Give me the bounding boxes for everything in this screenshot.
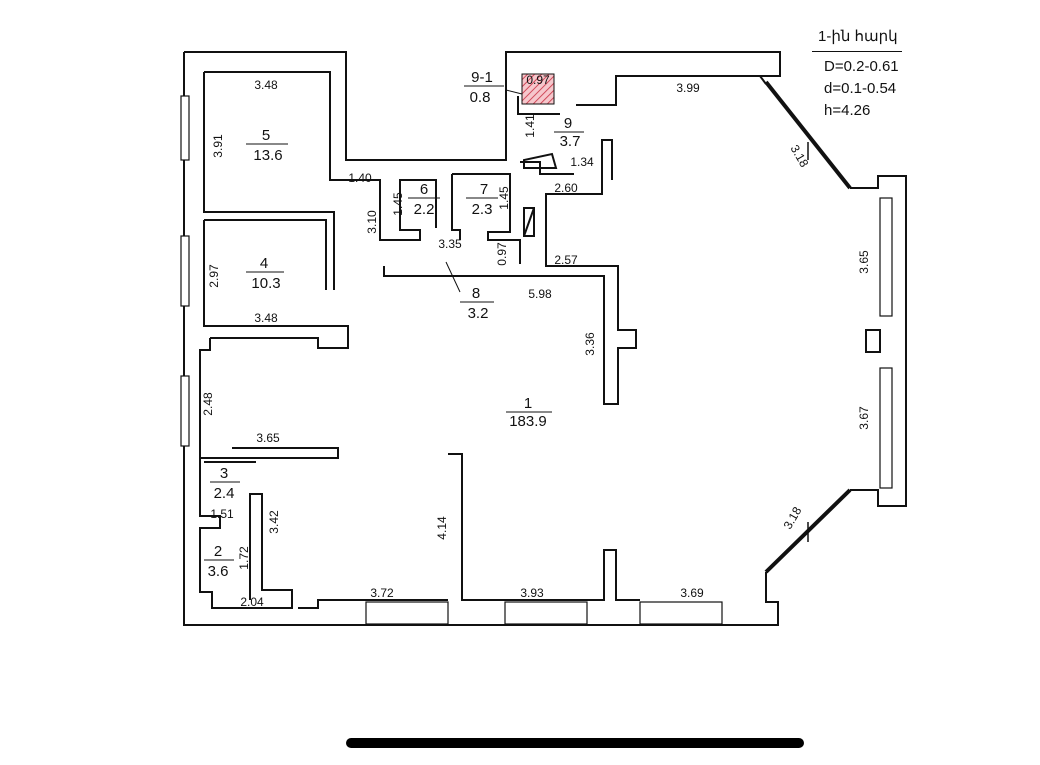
dim-label: 3.65: [256, 431, 280, 445]
room-5-number: 5: [262, 127, 270, 144]
dim-label: 2.97: [207, 264, 221, 288]
dim-label: 3.48: [254, 78, 278, 92]
room-8-area: 3.2: [468, 305, 489, 322]
dim-label: 2.57: [554, 253, 578, 267]
dim-label: 3.99: [676, 81, 700, 95]
dim-label: 1.34: [570, 155, 594, 169]
room-4-number: 4: [260, 255, 268, 272]
legend-line: D=0.2-0.61: [824, 58, 899, 75]
room-labels: 1 183.9 2 3.6 3 2.4 4 10.3 5 13.6 6 2.2 …: [204, 69, 584, 580]
windows: [180, 95, 893, 625]
room-1-number: 1: [524, 395, 532, 412]
dim-label: 3.93: [520, 586, 544, 600]
dim-label: 2.04: [240, 595, 264, 609]
dim-label: 3.69: [680, 586, 704, 600]
room-9-1-number: 9-1: [471, 69, 493, 86]
dim-label: 4.14: [435, 516, 449, 540]
dimension-labels: 3.48 3.91 1.40 3.10 1.45 1.45 3.35 0.97 …: [201, 73, 871, 609]
room-2-area: 3.6: [208, 563, 229, 580]
legend-line: d=0.1-0.54: [824, 80, 897, 97]
dim-label: 1.41: [523, 114, 537, 138]
room-2-number: 2: [214, 543, 222, 560]
room-6-number: 6: [420, 181, 428, 198]
room-4-area: 10.3: [251, 275, 280, 292]
dim-label: 0.97: [526, 73, 550, 87]
dim-label: 3.36: [583, 332, 597, 356]
interior-walls: [199, 71, 809, 609]
room-9-1-area: 0.8: [470, 89, 491, 106]
dim-label: 3.72: [370, 586, 394, 600]
dim-label: 2.48: [201, 392, 215, 416]
dim-label: 3.65: [857, 250, 871, 274]
dim-label: 1.72: [237, 546, 251, 570]
room-3-area: 2.4: [214, 485, 235, 502]
dim-label: 2.60: [554, 181, 578, 195]
dim-label: 0.97: [495, 242, 509, 266]
hatched-area-9-1: [521, 73, 555, 105]
dim-label: 1.45: [391, 192, 405, 216]
room-3-number: 3: [220, 465, 228, 482]
dim-label: 1.40: [348, 171, 372, 185]
room-8-number: 8: [472, 285, 480, 302]
legend-line: h=4.26: [824, 102, 871, 119]
dim-label: 5.98: [528, 287, 552, 301]
dim-label: 3.67: [857, 406, 871, 430]
room-7-number: 7: [480, 181, 488, 198]
home-indicator[interactable]: [346, 738, 804, 748]
legend-title: 1-ին հարկ: [812, 26, 902, 52]
dim-label: 3.91: [211, 134, 225, 158]
dim-label: 3.18: [781, 504, 805, 532]
room-5-area: 13.6: [253, 147, 282, 164]
dim-label: 3.35: [438, 237, 462, 251]
dim-label: 3.10: [365, 210, 379, 234]
room-9-number: 9: [564, 115, 572, 132]
dim-label: 1.45: [497, 186, 511, 210]
room-9-area: 3.7: [560, 133, 581, 150]
room-7-area: 2.3: [472, 201, 493, 218]
room-6-area: 2.2: [414, 201, 435, 218]
dim-label: 3.48: [254, 311, 278, 325]
dim-label: 1.51: [210, 507, 234, 521]
room-1-area: 183.9: [509, 413, 547, 430]
legend: 1-ին հարկ D=0.2-0.61 d=0.1-0.54 h=4.26: [812, 26, 902, 122]
dim-label: 3.42: [267, 510, 281, 534]
